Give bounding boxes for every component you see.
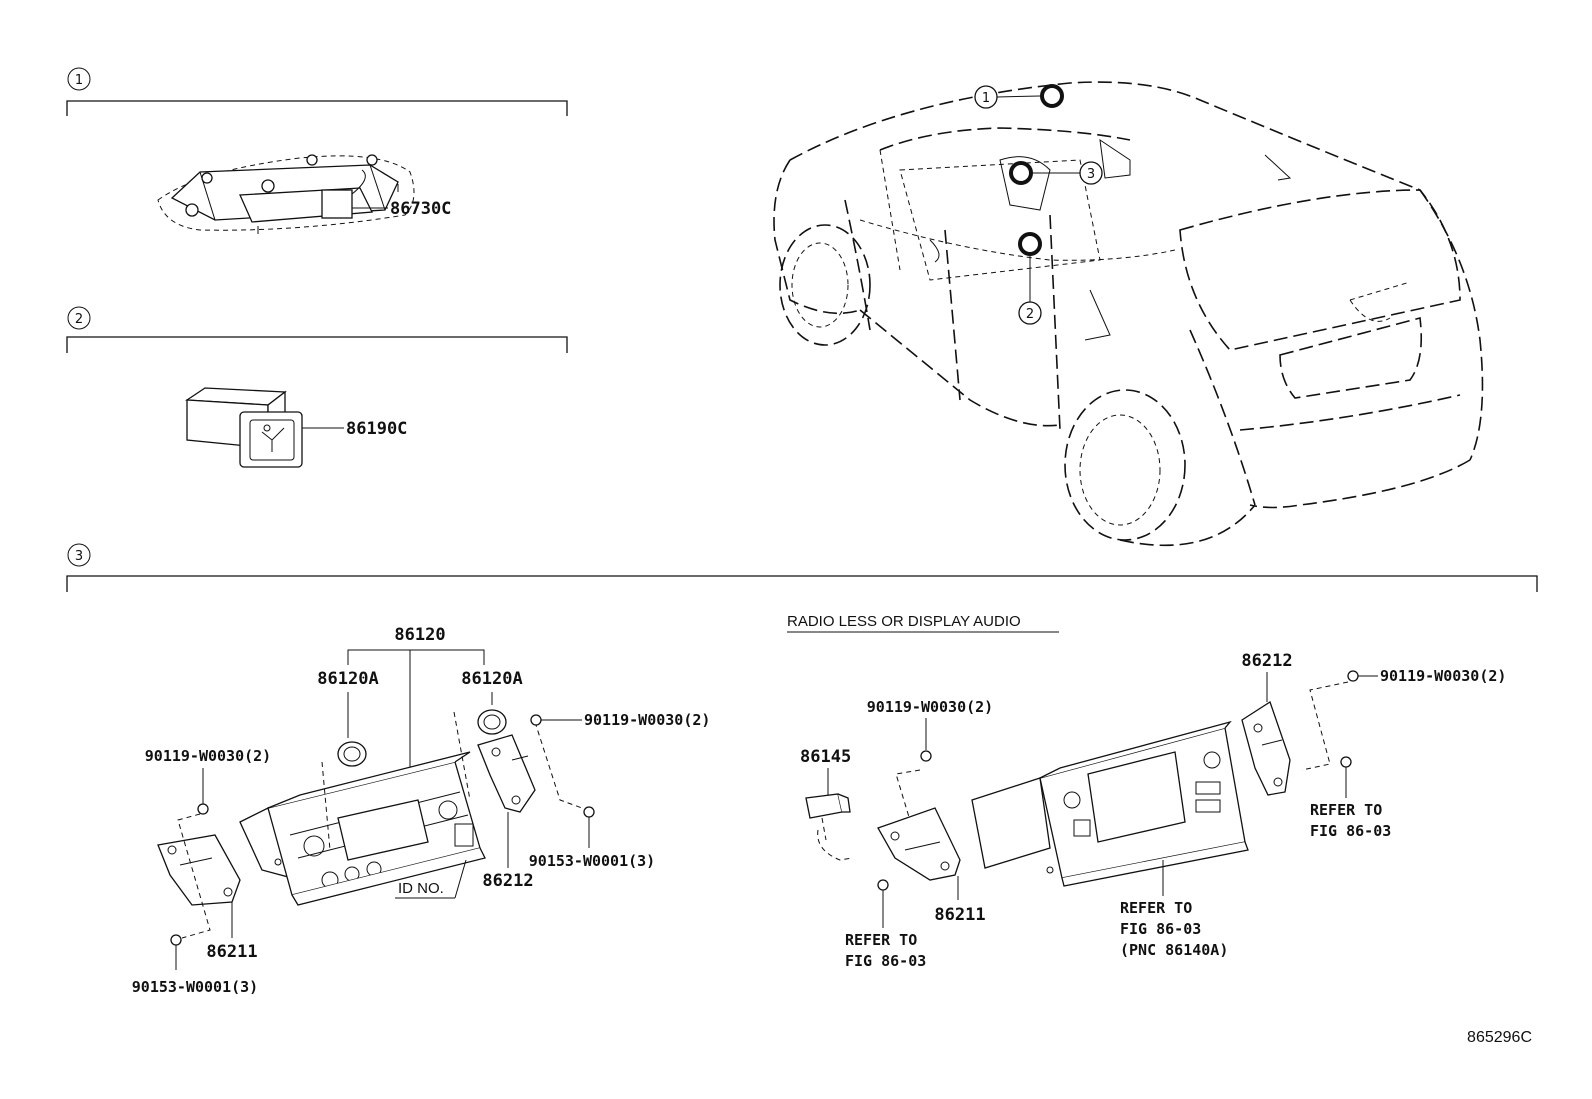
part-label-86120: 86120 — [394, 625, 445, 645]
section-3-marker-label: 3 — [75, 549, 83, 564]
part-label-alt-86211: 86211 — [934, 905, 985, 925]
switch-illustration — [185, 387, 303, 468]
section-2-marker — [67, 306, 91, 330]
alt-refer-left-line2: FIG 86-03 — [845, 952, 926, 970]
part-label-alt-90119-right: 90119-W0030(2) — [1380, 667, 1506, 685]
part-label-86145: 86145 — [800, 747, 851, 767]
alt-screw-left-bottom — [877, 879, 889, 891]
alt-screw-right-top — [1347, 670, 1359, 682]
alt-screw-right-bottom — [1340, 756, 1352, 768]
part-label-86120A-right: 86120A — [461, 669, 522, 689]
part-label-90119-right: 90119-W0030(2) — [584, 711, 710, 729]
screw-left-bottom — [170, 934, 182, 946]
alt-section-title: RADIO LESS OR DISPLAY AUDIO — [787, 613, 1021, 630]
screw-left-top — [197, 803, 209, 815]
screw-right-top — [530, 714, 542, 726]
audio-head-unit-assembly: 86120 86120A 86120A — [132, 625, 711, 996]
bracket-86212-illustration — [477, 734, 536, 813]
section-2: 2 86190C — [66, 306, 568, 468]
car-location-markers: 1 3 2 — [974, 84, 1103, 325]
connector-86145-illustration — [805, 793, 853, 861]
figure-id: 865296C — [1467, 1029, 1532, 1046]
head-unit-illustration — [239, 751, 486, 906]
section-3-bracket — [66, 575, 1538, 592]
alt-refer-left-line1: REFER TO — [845, 931, 917, 949]
display-audio-assembly: RADIO LESS OR DISPLAY AUDIO 86145 90119-… — [787, 613, 1506, 970]
alt-refer-mid-line3: (PNC 86140A) — [1120, 941, 1228, 959]
section-2-bracket — [66, 336, 568, 353]
knob-right-illustration — [477, 709, 507, 735]
alt-refer-right-line2: FIG 86-03 — [1310, 822, 1391, 840]
location-ring-3 — [1009, 161, 1033, 185]
vehicle-overview — [773, 81, 1484, 547]
alt-refer-right-line1: REFER TO — [1310, 801, 1382, 819]
section-3: 3 — [66, 543, 1538, 592]
alt-bracket-86211-illustration — [877, 807, 961, 881]
alt-bracket-86212-illustration — [1241, 701, 1291, 796]
section-1-bracket — [66, 100, 568, 116]
location-marker-2-label: 2 — [1026, 307, 1034, 322]
location-ring-1 — [1040, 84, 1064, 108]
part-label-90153-left: 90153-W0001(3) — [132, 978, 258, 996]
part-label-86211-left-group: 86211 — [206, 942, 257, 962]
alt-refer-mid-line2: FIG 86-03 — [1120, 920, 1201, 938]
knob-left-illustration — [337, 741, 367, 767]
part-label-alt-86212: 86212 — [1241, 651, 1292, 671]
location-ring-2 — [1018, 232, 1042, 256]
location-marker-3-label: 3 — [1087, 167, 1095, 182]
display-unit-illustration — [971, 720, 1249, 887]
screw-right-bottom — [583, 806, 595, 818]
section-3-marker — [67, 543, 91, 567]
part-label-alt-90119-top: 90119-W0030(2) — [867, 698, 993, 716]
alt-screw-top — [920, 750, 932, 762]
part-label-86120A-left: 86120A — [317, 669, 378, 689]
part-label-86212-left-group: 86212 — [482, 871, 533, 891]
section-1-marker-label: 1 — [75, 73, 83, 88]
section-1: 1 86730C — [66, 67, 568, 234]
part-label-86190C: 86190C — [346, 419, 407, 439]
id-number-label: ID NO. — [398, 880, 444, 897]
bracket-86211-illustration — [157, 834, 241, 906]
part-label-90153-right: 90153-W0001(3) — [529, 852, 655, 870]
alt-refer-mid-line1: REFER TO — [1120, 899, 1192, 917]
part-label-86730C: 86730C — [390, 199, 451, 219]
section-1-marker — [67, 67, 91, 91]
section-2-marker-label: 2 — [75, 312, 83, 327]
part-label-90119-left: 90119-W0030(2) — [145, 747, 271, 765]
location-marker-1-label: 1 — [982, 91, 990, 106]
overhead-console-illustration — [157, 154, 415, 234]
